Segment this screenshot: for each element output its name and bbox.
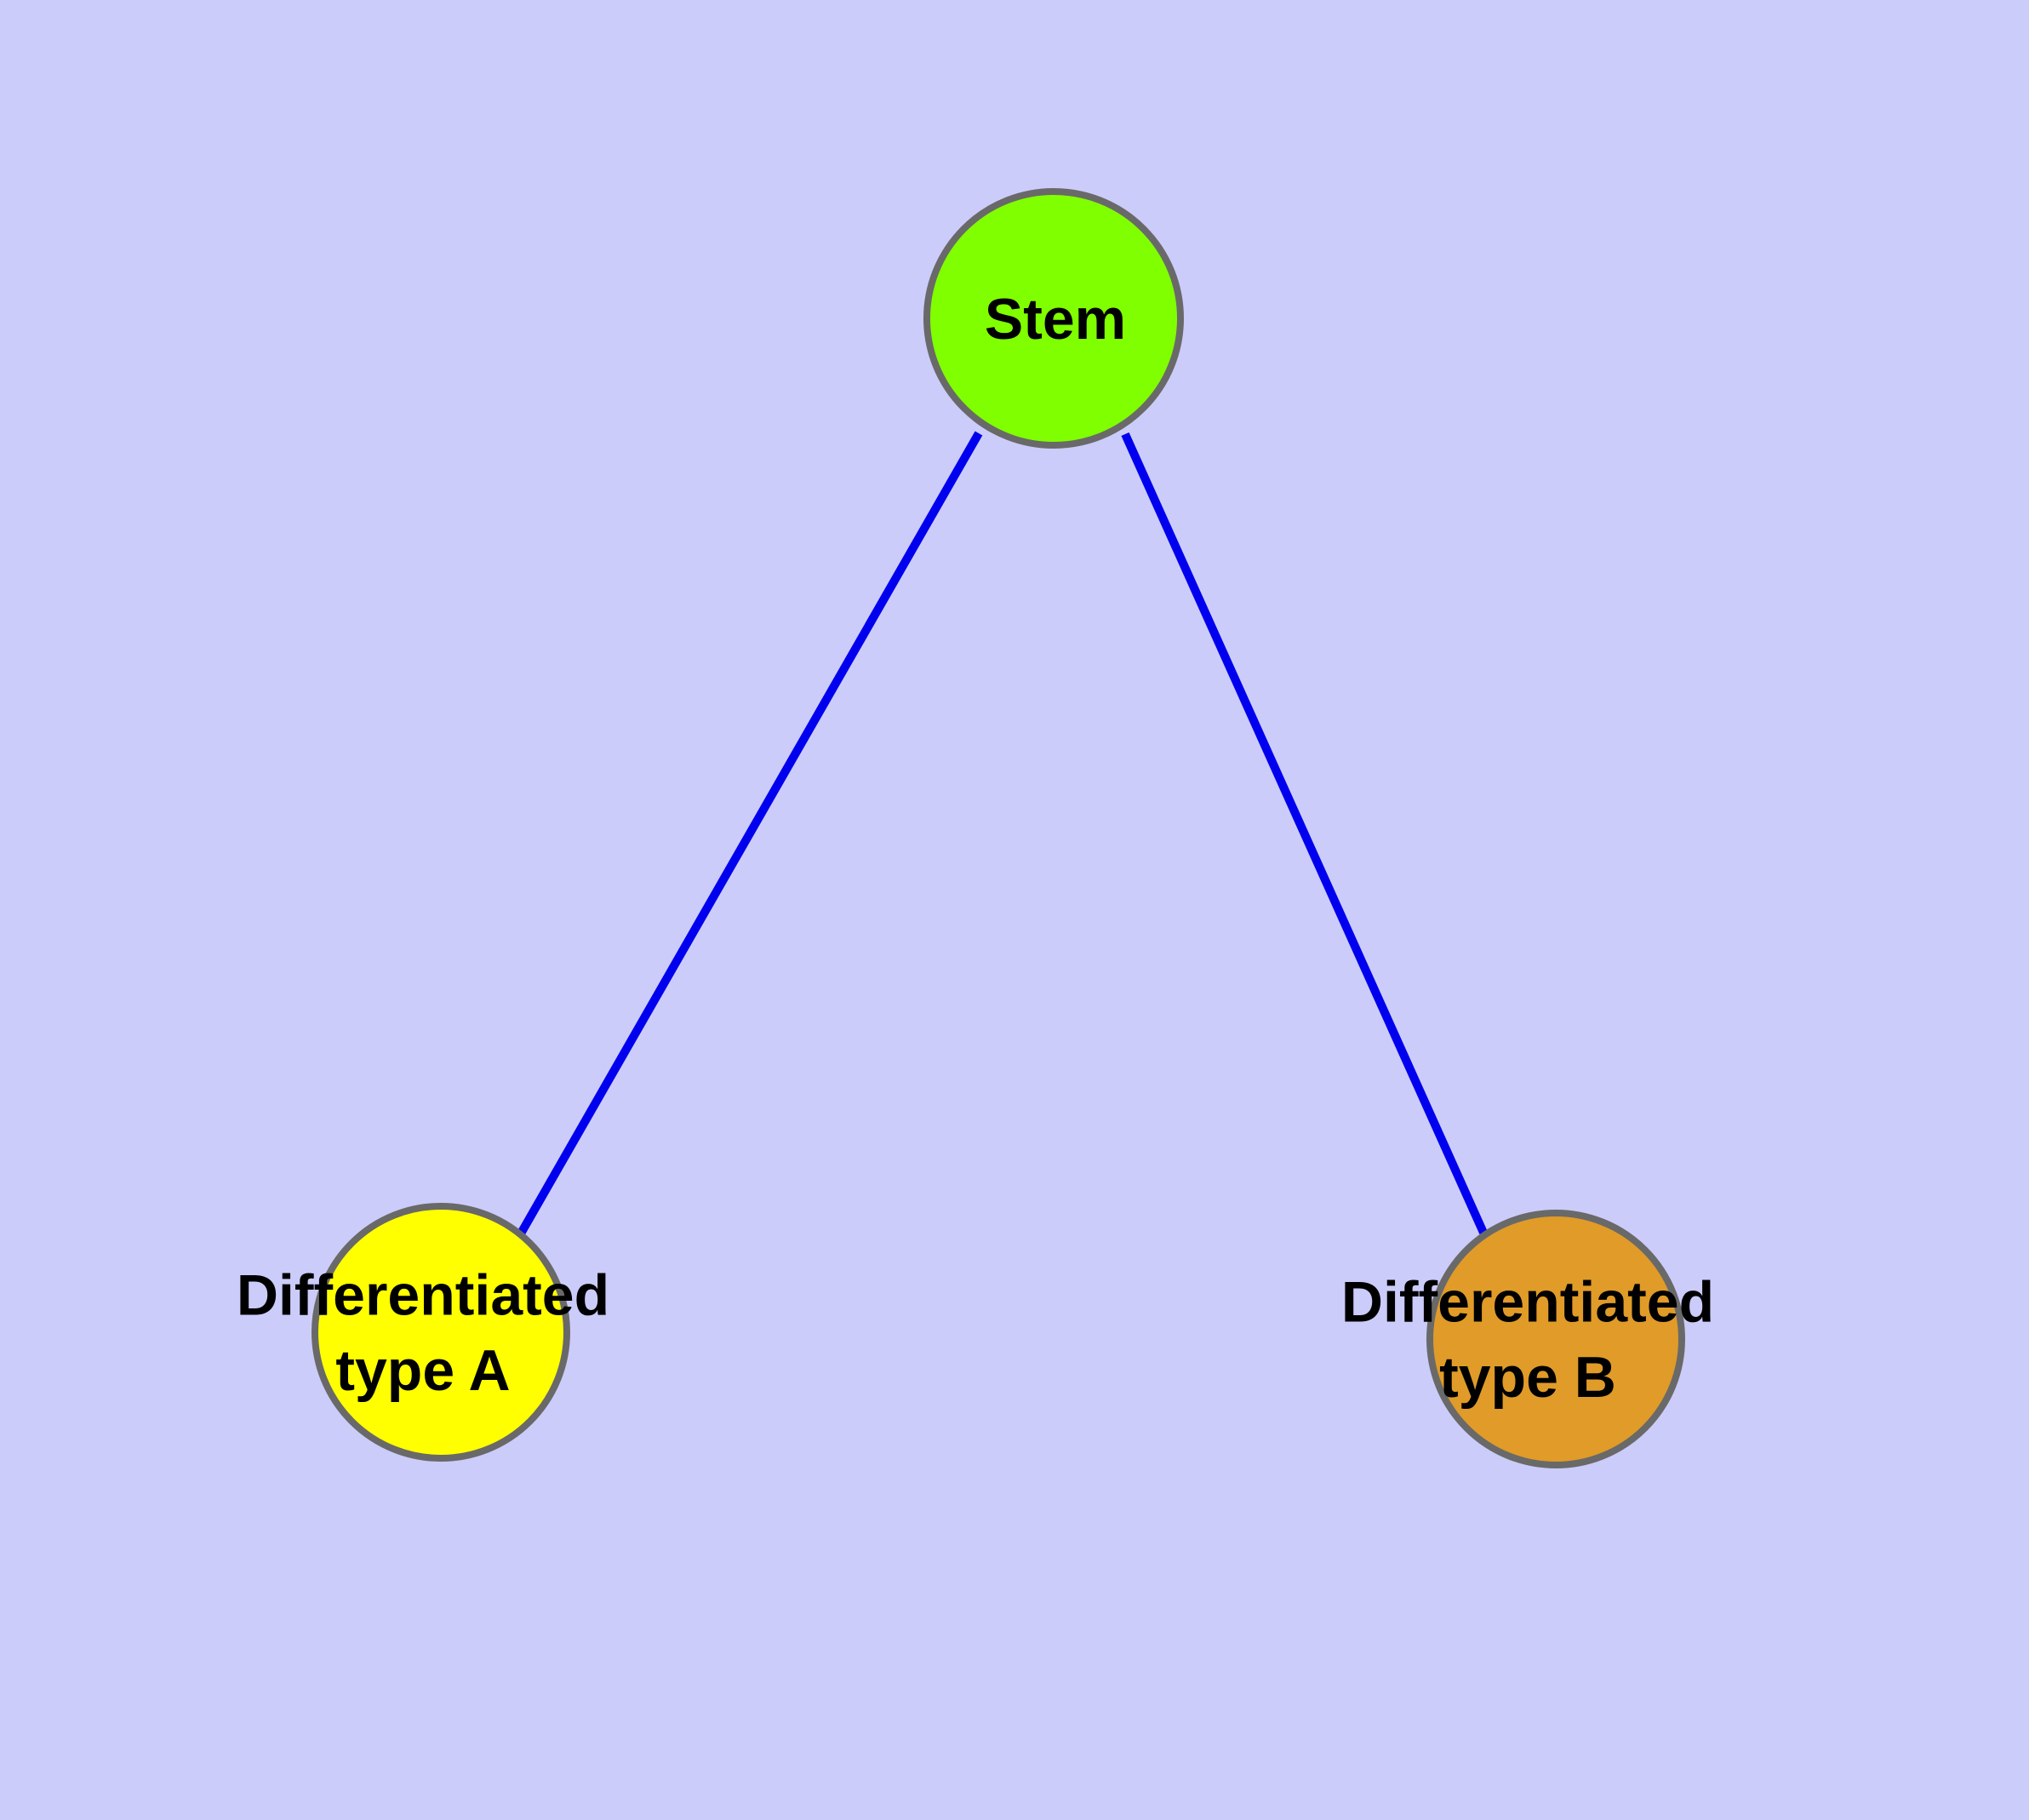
node-diff-b[interactable]	[1426, 1210, 1685, 1468]
nodes-layer	[311, 188, 1685, 1468]
node-diff-a[interactable]	[311, 1203, 570, 1462]
edge-stem-to-diff-b[interactable]	[1121, 432, 1488, 1235]
edge-stem-to-diff-a[interactable]	[517, 431, 983, 1236]
node-stem[interactable]	[923, 188, 1184, 449]
edges-layer	[517, 431, 1488, 1236]
